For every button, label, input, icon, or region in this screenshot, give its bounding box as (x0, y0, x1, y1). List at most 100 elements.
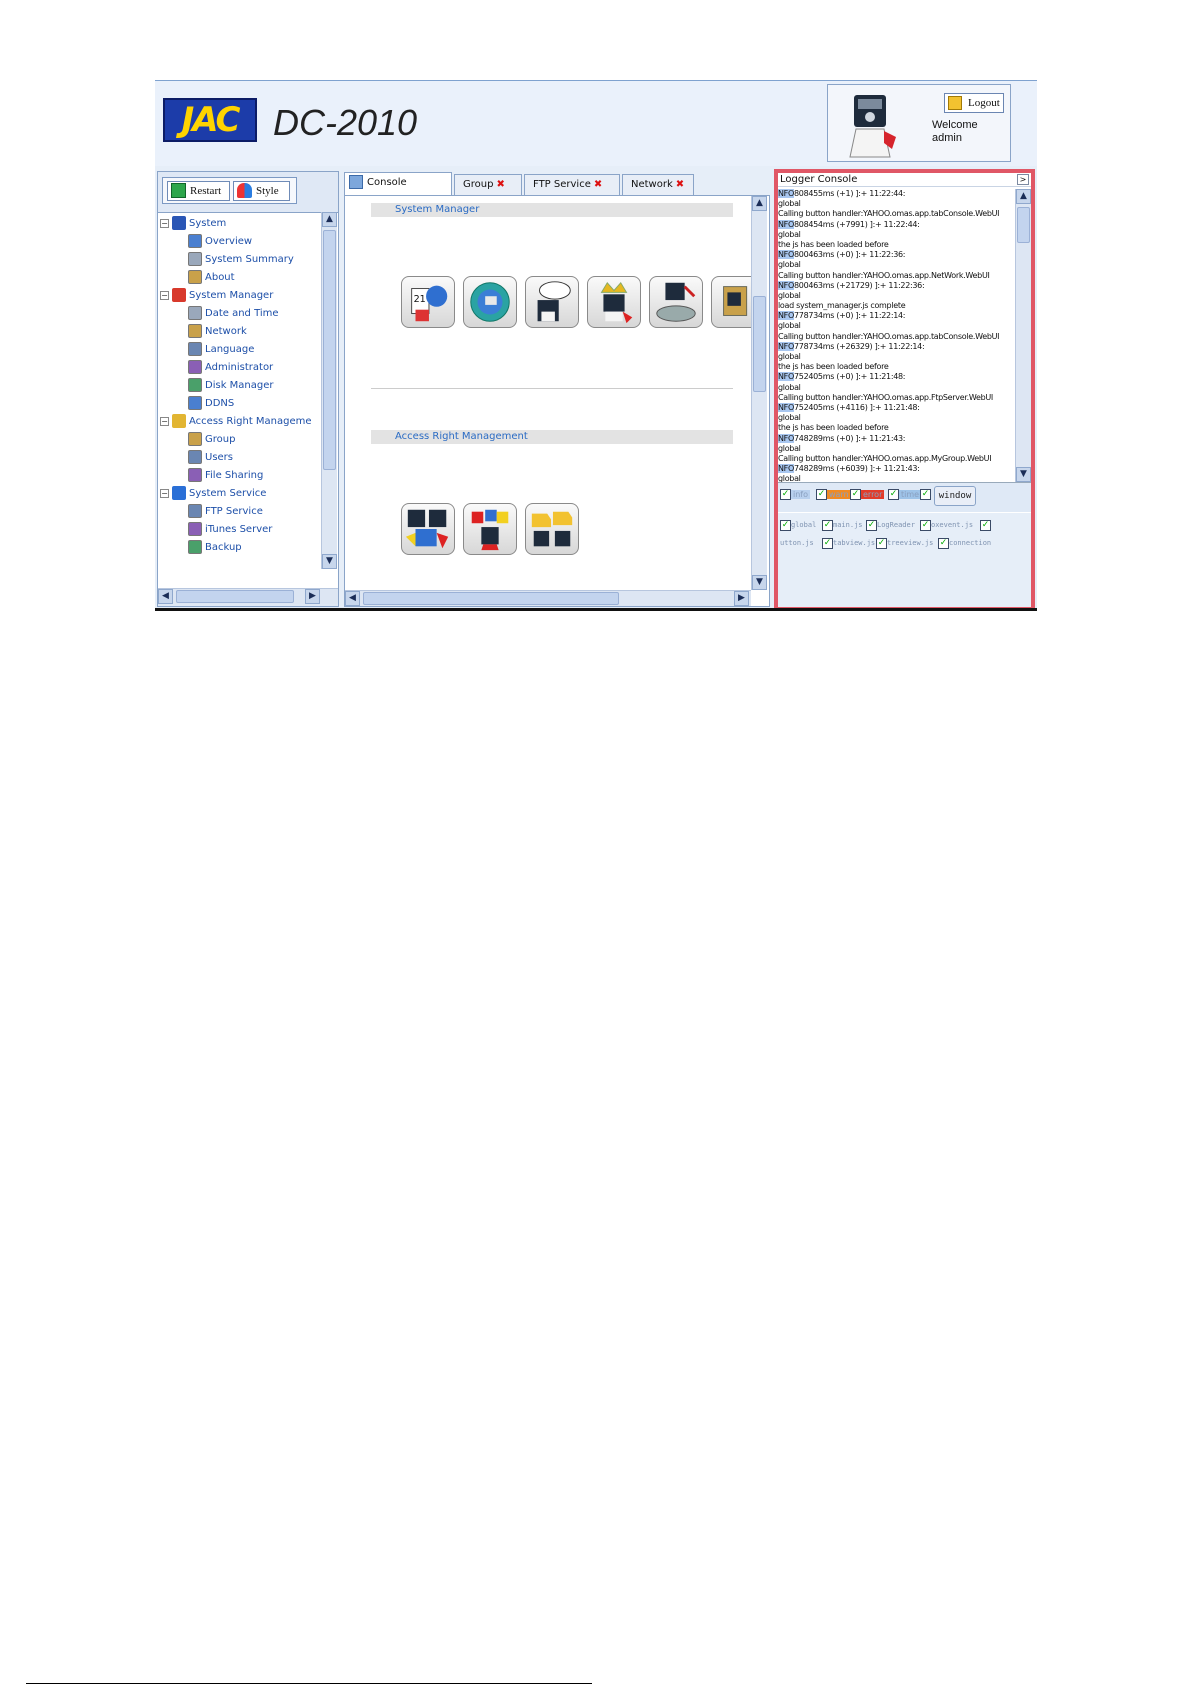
checkbox-checked-icon[interactable]: ✓ (980, 519, 991, 531)
filter-warn[interactable]: ✓warn (816, 489, 851, 500)
tree-item[interactable]: File Sharing (188, 467, 263, 484)
disk-manager-icon[interactable] (649, 276, 703, 328)
scroll-up-arrow[interactable]: ▲ (1016, 189, 1031, 204)
log-line: Calling button handler:YAHOO.omas.app.ta… (778, 331, 1000, 341)
checkbox-checked-icon[interactable]: ✓ (850, 489, 861, 500)
tree-item[interactable]: About (188, 269, 235, 286)
tree-item[interactable]: Overview (188, 233, 252, 250)
close-tab-icon[interactable]: ✖ (675, 179, 685, 190)
tree-item[interactable]: FTP Service (188, 503, 263, 520)
tree-item[interactable]: Backup (188, 539, 242, 556)
product-name: DC-2010 (273, 102, 418, 143)
tab-console[interactable]: Console (344, 172, 452, 195)
network-globe-icon[interactable] (463, 276, 517, 328)
application-window: JAC DC-2010 Logout Welcome admin Restart… (155, 80, 1037, 611)
checkbox-checked-icon[interactable]: ✓ (920, 519, 931, 531)
scroll-thumb[interactable] (363, 592, 619, 605)
tree-collapse-toggle[interactable]: − (160, 291, 169, 300)
source-filter[interactable]: ✓connection (938, 537, 992, 549)
tab-ftp-service[interactable]: FTP Service✖ (524, 174, 620, 195)
filter-time[interactable]: ✓time (888, 489, 922, 500)
content-horizontal-scrollbar[interactable]: ◀ ▶ (345, 590, 751, 606)
checkbox-checked-icon[interactable]: ✓ (822, 519, 833, 531)
tree-group[interactable]: System Manager (172, 287, 273, 304)
tree-item[interactable]: Users (188, 449, 233, 466)
restart-button[interactable]: Restart (167, 181, 230, 201)
scroll-up-arrow[interactable]: ▲ (322, 212, 337, 227)
group-icon[interactable] (401, 503, 455, 555)
source-filter[interactable]: ✓LogReader (866, 519, 915, 531)
source-filter[interactable]: ✓oxevent.js (920, 519, 974, 531)
log-line: load system_manager.js complete (778, 301, 906, 311)
scroll-thumb[interactable] (176, 590, 294, 603)
tree-item[interactable]: DDNS (188, 395, 234, 412)
close-tab-icon[interactable]: ✖ (496, 179, 505, 190)
tree-item[interactable]: Disk Manager (188, 377, 274, 394)
scroll-down-arrow[interactable]: ▼ (322, 554, 337, 569)
checkbox-checked-icon[interactable]: ✓ (876, 537, 887, 549)
tree-item[interactable]: Group (188, 431, 235, 448)
checkbox-checked-icon[interactable]: ✓ (938, 537, 949, 549)
source-filter[interactable]: ✓global (780, 519, 817, 531)
log-line: global (778, 474, 801, 483)
scroll-up-arrow[interactable]: ▲ (752, 196, 767, 211)
tree-item[interactable]: iTunes Server (188, 521, 272, 538)
scroll-thumb[interactable] (1017, 207, 1030, 243)
tree-item[interactable]: Language (188, 341, 254, 358)
date-time-icon[interactable]: 21 (401, 276, 455, 328)
filter-error[interactable]: ✓error (850, 489, 885, 500)
tree-horizontal-scrollbar[interactable]: ◀ ▶ (158, 588, 338, 604)
scroll-down-arrow[interactable]: ▼ (1016, 467, 1031, 482)
log-line: NFO748289ms (+0) ]:+ 11:21:43: (778, 433, 906, 443)
logger-vertical-scrollbar[interactable]: ▲ ▼ (1015, 189, 1031, 482)
filter-info[interactable]: ✓info (780, 489, 811, 500)
window-button[interactable]: window (934, 486, 976, 506)
checkbox-checked-icon[interactable]: ✓ (920, 489, 931, 500)
scroll-thumb[interactable] (753, 296, 766, 392)
checkbox-checked-icon[interactable]: ✓ (866, 519, 877, 531)
logout-button[interactable]: Logout (944, 93, 1004, 113)
style-button[interactable]: Style (233, 181, 290, 201)
collapse-icon[interactable]: > (1017, 174, 1029, 185)
tree-item[interactable]: Date and Time (188, 305, 279, 322)
log-line: the js has been loaded before (778, 362, 889, 372)
tree-group-icon (172, 288, 186, 302)
tree-item[interactable]: System Summary (188, 251, 294, 268)
close-tab-icon[interactable]: ✖ (593, 179, 603, 190)
checkbox-checked-icon[interactable]: ✓ (888, 489, 899, 500)
scroll-left-arrow[interactable]: ◀ (158, 589, 173, 604)
source-filter[interactable]: ✓tabview.js (822, 537, 876, 549)
tree-group[interactable]: System (172, 215, 226, 232)
tree-collapse-toggle[interactable]: − (160, 489, 169, 498)
users-icon[interactable] (463, 503, 517, 555)
tree-item[interactable]: Administrator (188, 359, 273, 376)
source-filter[interactable]: ✓treeview.js (876, 537, 934, 549)
tree-vertical-scrollbar[interactable]: ▲ ▼ (321, 212, 337, 569)
source-filter[interactable]: ✓main.js (822, 519, 863, 531)
tree-group[interactable]: Access Right Manageme (172, 413, 312, 430)
filter-window-checkbox[interactable]: ✓ (920, 489, 931, 501)
source-filter[interactable]: ✓ (980, 519, 991, 531)
tree-collapse-toggle[interactable]: − (160, 219, 169, 228)
tab-group[interactable]: Group✖ (454, 174, 522, 195)
log-line: NFO778734ms (+0) ]:+ 11:22:14: (778, 311, 906, 321)
checkbox-checked-icon[interactable]: ✓ (816, 489, 827, 500)
content-vertical-scrollbar[interactable]: ▲ ▼ (751, 196, 767, 590)
scroll-left-arrow[interactable]: ◀ (345, 591, 360, 606)
scroll-right-arrow[interactable]: ▶ (305, 589, 320, 604)
checkbox-checked-icon[interactable]: ✓ (780, 489, 791, 500)
language-icon[interactable] (525, 276, 579, 328)
checkbox-checked-icon[interactable]: ✓ (822, 537, 833, 549)
source-filter[interactable]: utton.js (780, 539, 814, 547)
tab-network[interactable]: Network✖ (622, 174, 694, 195)
scroll-thumb[interactable] (323, 230, 336, 470)
checkbox-checked-icon[interactable]: ✓ (780, 519, 791, 531)
tree-collapse-toggle[interactable]: − (160, 417, 169, 426)
scroll-down-arrow[interactable]: ▼ (752, 575, 767, 590)
tree-item[interactable]: Network (188, 323, 247, 340)
scroll-right-arrow[interactable]: ▶ (734, 591, 749, 606)
tree-group[interactable]: System Service (172, 485, 266, 502)
administrator-crown-icon[interactable] (587, 276, 641, 328)
file-sharing-icon[interactable] (525, 503, 579, 555)
